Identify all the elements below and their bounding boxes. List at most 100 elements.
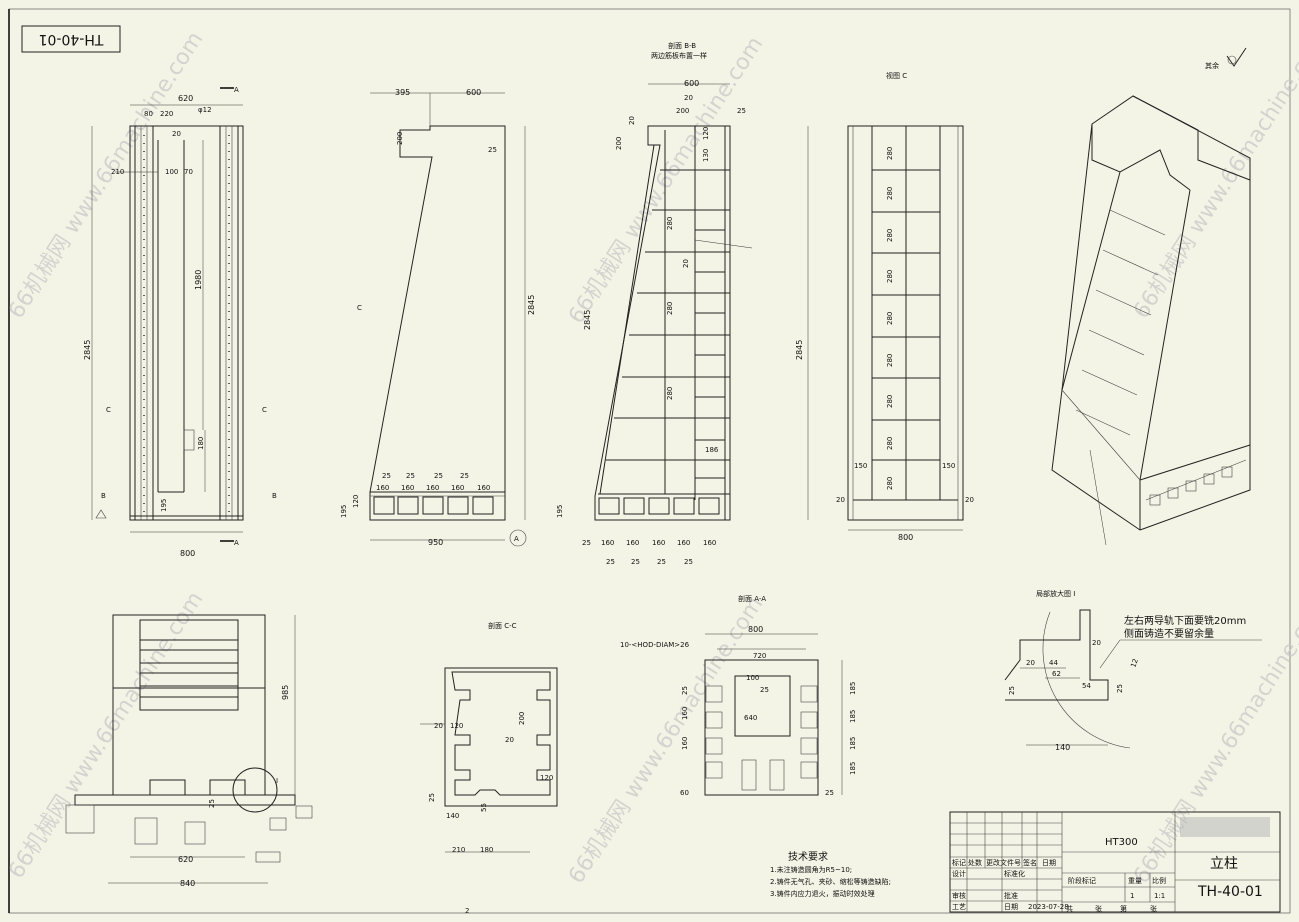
svg-text:280: 280 [886,312,894,325]
svg-text:剖面 C-C: 剖面 C-C [488,621,517,630]
drawing-number-top: TH-40-01 [39,31,105,47]
svg-text:160: 160 [652,539,665,547]
svg-text:25: 25 [1008,686,1016,695]
svg-text:62: 62 [1052,670,1061,678]
svg-text:120: 120 [450,722,463,730]
svg-text:55: 55 [480,803,488,812]
svg-text:标记: 标记 [952,858,966,867]
svg-text:280: 280 [666,217,674,230]
svg-text:160: 160 [601,539,614,547]
svg-text:195: 195 [556,505,564,518]
svg-text:20: 20 [434,722,443,730]
svg-text:B: B [272,492,277,500]
svg-text:20: 20 [836,496,845,504]
svg-text:共: 共 [1066,904,1073,913]
svg-text:800: 800 [898,533,913,542]
svg-text:185: 185 [849,682,857,695]
svg-text:25: 25 [460,472,469,480]
svg-text:200: 200 [676,107,689,115]
svg-text:210: 210 [111,168,124,176]
svg-text:重量: 重量 [1128,877,1142,885]
svg-text:186: 186 [705,446,719,454]
svg-text:25: 25 [606,558,615,566]
svg-text:审核: 审核 [952,891,966,900]
svg-text:54: 54 [1082,682,1091,690]
watermark-layer: 66机械网 www.66machine.com 66机械网 www.66mach… [4,27,1299,888]
side-view: 395 600 200 25 2845 25 25 25 25 195 120 … [340,88,536,547]
svg-text:160: 160 [681,707,689,720]
svg-text:950: 950 [428,538,443,547]
svg-text:12: 12 [1129,658,1140,669]
svg-text:280: 280 [886,270,894,283]
sheet-number: 2 [465,907,469,915]
svg-text:840: 840 [180,879,195,888]
drawing-number-text: TH-40-01 [1197,884,1263,900]
svg-text:A: A [234,539,239,547]
svg-text:两边筋板布置一样: 两边筋板布置一样 [651,51,707,60]
svg-text:100: 100 [165,168,178,176]
svg-text:25: 25 [825,789,834,797]
svg-text:阶段标记: 阶段标记 [1068,876,1096,885]
svg-text:195: 195 [340,505,348,518]
svg-text:280: 280 [886,147,894,160]
svg-text:处数: 处数 [968,858,982,867]
svg-text:20: 20 [684,94,693,102]
svg-text:395: 395 [395,88,410,97]
svg-text:200: 200 [615,137,623,150]
watermark-5: 66机械网 www.66machine.com [564,592,768,888]
svg-text:160: 160 [401,484,414,492]
svg-text:2845: 2845 [527,295,536,315]
svg-text:160: 160 [451,484,464,492]
svg-text:160: 160 [626,539,639,547]
svg-text:185: 185 [849,737,857,750]
svg-text:批准: 批准 [1004,891,1018,900]
svg-text:140: 140 [446,812,459,820]
watermark-4: 66机械网 www.66machine.com [4,587,208,883]
svg-text:设计: 设计 [952,869,966,878]
svg-text:2845: 2845 [83,340,92,360]
part-name-text: 立柱 [1210,856,1238,872]
svg-text:剖面 A-A: 剖面 A-A [738,594,766,603]
svg-text:80: 80 [144,110,153,118]
svg-text:2845: 2845 [583,310,592,330]
svg-text:25: 25 [631,558,640,566]
svg-text:I: I [276,777,278,785]
svg-text:日期: 日期 [1042,859,1056,867]
svg-text:210: 210 [452,846,465,854]
watermark-3: 66机械网 www.66machine.com [1129,27,1299,323]
svg-text:25: 25 [737,107,746,115]
svg-text:160: 160 [677,539,690,547]
svg-text:720: 720 [753,652,766,660]
svg-text:985: 985 [281,685,290,700]
svg-text:φ12: φ12 [198,106,212,114]
title-block-logo-blur [1180,817,1270,837]
svg-text:25: 25 [681,686,689,695]
roughness-symbol: 其余 [1205,47,1247,70]
svg-text:800: 800 [748,625,763,634]
svg-text:25: 25 [1116,684,1124,693]
svg-text:100: 100 [746,674,759,682]
svg-text:280: 280 [666,387,674,400]
title-block: HT300 立柱 TH-40-01 标记 处数 更改文件号 签名 日期 设计 标… [949,811,1281,913]
svg-text:70: 70 [184,168,193,176]
plan-view: 985 620 840 25 I [65,614,313,888]
detail-i: 局部放大图 I 左右两导轨下面要铣20mm 侧面铸造不要留余量 20 44 20… [1004,589,1262,752]
svg-text:25: 25 [208,799,216,808]
svg-text:280: 280 [666,302,674,315]
svg-text:160: 160 [703,539,716,547]
view-c: 视图 C 2845 280 280 280 280 280 280 280 28… [795,71,974,542]
svg-text:局部放大图 I: 局部放大图 I [1036,589,1075,598]
svg-text:280: 280 [886,477,894,490]
material-text: HT300 [1105,837,1138,848]
svg-text:1:1: 1:1 [1154,892,1165,900]
technical-requirements: 技术要求 1.未注铸造圆角为R5~10; 2.铸件无气孔、夹砂、缩松等铸造缺陷;… [770,850,891,898]
svg-text:160: 160 [426,484,439,492]
svg-text:2023-07-28: 2023-07-28 [1028,903,1069,911]
svg-text:280: 280 [886,187,894,200]
svg-text:195: 195 [160,499,168,512]
svg-text:800: 800 [180,549,195,558]
svg-text:25: 25 [760,686,769,694]
svg-text:130: 130 [702,149,710,162]
svg-text:B: B [101,492,106,500]
